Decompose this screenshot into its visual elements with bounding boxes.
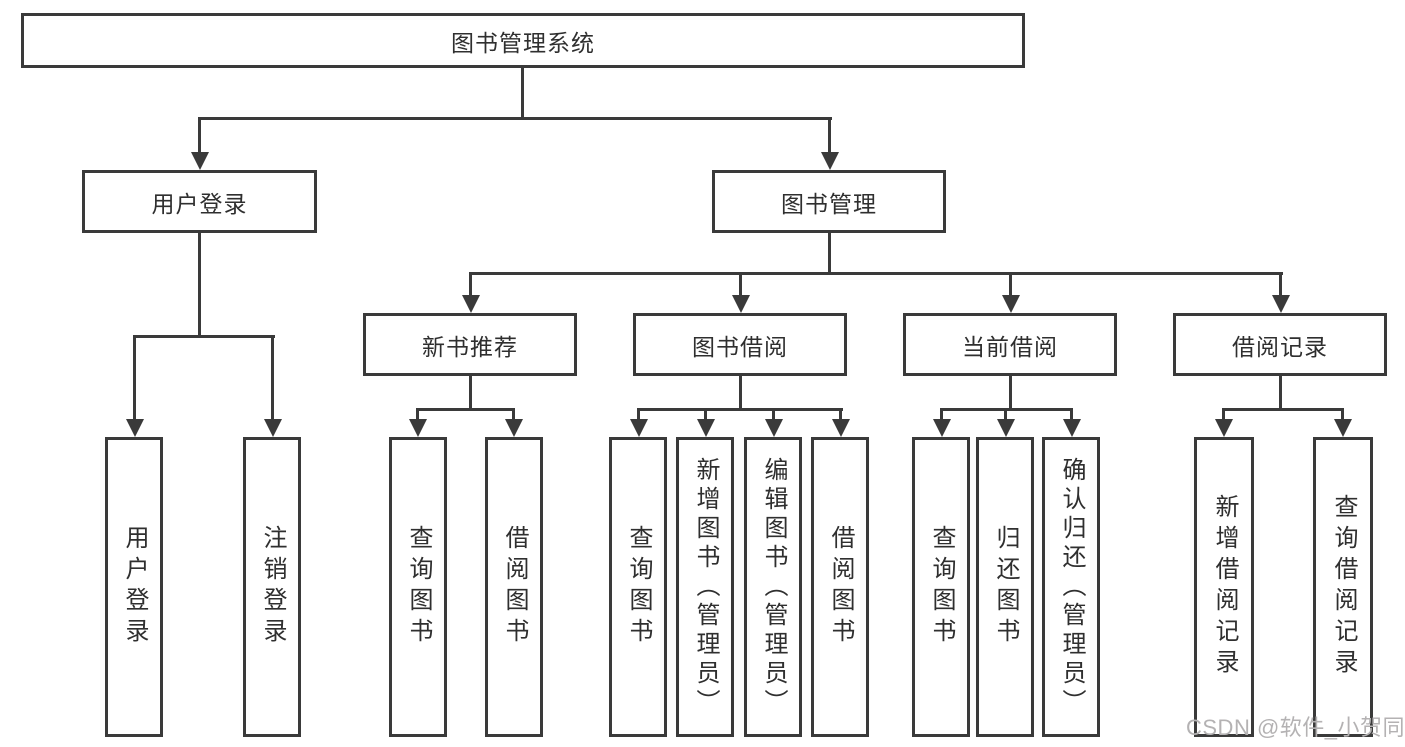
arrow-down-icon [1272, 295, 1290, 313]
leaf-label: 新增借阅记录 [1211, 494, 1238, 680]
arrow-down-icon [697, 419, 715, 437]
node-current-borrowing: 当前借阅 [903, 313, 1117, 376]
node-book-borrowing: 图书借阅 [633, 313, 847, 376]
leaf-label: 查询借阅记录 [1330, 494, 1357, 680]
connector-stub [940, 408, 943, 421]
node-label: 图书管理系统 [451, 29, 595, 56]
node-label: 图书管理 [781, 190, 877, 217]
arrow-down-icon [1063, 419, 1081, 437]
connector-bookmgmt-vertical [828, 233, 831, 272]
connector-stub [1009, 272, 1012, 297]
connector-stub [739, 272, 742, 297]
node-label: 用户登录 [151, 190, 248, 217]
node-borrowing-records: 借阅记录 [1173, 313, 1387, 376]
connector-stub [1004, 408, 1007, 421]
connector-stub [772, 408, 775, 421]
arrow-down-icon [126, 419, 144, 437]
connector-stub [1341, 408, 1344, 421]
node-book-management: 图书管理 [712, 170, 946, 233]
leaf-label: 确认归还（管理员） [1058, 456, 1085, 718]
leaf-add-books-admin: 新增图书（管理员） [676, 437, 734, 737]
leaf-logout: 注销登录 [243, 437, 301, 737]
connector-current-vertical [1009, 376, 1012, 408]
node-library-management-system: 图书管理系统 [21, 13, 1025, 68]
arrow-down-icon [462, 295, 480, 313]
connector-stub [1070, 408, 1073, 421]
leaf-query-books-recommend: 查询图书 [389, 437, 447, 737]
connector-userlogin-vertical [198, 233, 201, 335]
connector-stub [637, 408, 640, 421]
node-label: 图书借阅 [692, 333, 788, 360]
arrow-down-icon [630, 419, 648, 437]
arrow-down-icon [933, 419, 951, 437]
leaf-borrow-books: 借阅图书 [811, 437, 869, 737]
leaf-label: 新增图书（管理员） [692, 456, 719, 718]
node-user-login: 用户登录 [82, 170, 317, 233]
leaf-query-books-current: 查询图书 [912, 437, 970, 737]
connector-borrowing-vertical [739, 376, 742, 408]
arrow-down-icon [1334, 419, 1352, 437]
arrow-down-icon [409, 419, 427, 437]
arrow-down-icon [505, 419, 523, 437]
connector-bookmgmt-horizontal [469, 272, 1283, 275]
arrow-down-icon [832, 419, 850, 437]
connector-root-vertical [521, 68, 524, 117]
connector-borrowing-horizontal [637, 408, 843, 411]
leaf-edit-books-admin: 编辑图书（管理员） [744, 437, 802, 737]
leaf-label: 借阅图书 [827, 525, 854, 649]
connector-root-horizontal [198, 117, 832, 120]
connector-stub [839, 408, 842, 421]
leaf-confirm-return-admin: 确认归还（管理员） [1042, 437, 1100, 737]
leaf-label: 注销登录 [259, 525, 286, 649]
connector-stub [1279, 272, 1282, 297]
arrow-down-icon [765, 419, 783, 437]
connector-stub [704, 408, 707, 421]
arrow-down-icon [821, 152, 839, 170]
leaf-label: 查询图书 [405, 525, 432, 649]
leaf-label: 用户登录 [121, 525, 148, 649]
leaf-return-books: 归还图书 [976, 437, 1034, 737]
connector-stub [828, 117, 831, 155]
connector-records-horizontal [1222, 408, 1344, 411]
node-label: 新书推荐 [422, 333, 518, 360]
leaf-user-login: 用户登录 [105, 437, 163, 737]
csdn-watermark: CSDN @软件_小贺同学 [1186, 715, 1405, 740]
connector-stub [271, 335, 274, 421]
arrow-down-icon [1002, 295, 1020, 313]
leaf-label: 借阅图书 [501, 525, 528, 649]
node-label: 当前借阅 [962, 333, 1058, 360]
connector-userlogin-horizontal [133, 335, 275, 338]
arrow-down-icon [1215, 419, 1233, 437]
node-new-book-recommendation: 新书推荐 [363, 313, 577, 376]
connector-stub [469, 272, 472, 297]
arrow-down-icon [264, 419, 282, 437]
connector-newbook-vertical [469, 376, 472, 408]
node-label: 借阅记录 [1232, 333, 1328, 360]
arrow-down-icon [997, 419, 1015, 437]
arrow-down-icon [732, 295, 750, 313]
connector-newbook-horizontal [416, 408, 515, 411]
leaf-label: 编辑图书（管理员） [760, 456, 787, 718]
leaf-add-borrow-record: 新增借阅记录 [1194, 437, 1254, 737]
connector-stub [198, 117, 201, 155]
leaf-label: 查询图书 [928, 525, 955, 649]
connector-stub [1222, 408, 1225, 421]
leaf-query-borrow-record: 查询借阅记录 [1313, 437, 1373, 737]
connector-stub [416, 408, 419, 421]
leaf-query-books-borrowing: 查询图书 [609, 437, 667, 737]
leaf-label: 归还图书 [992, 525, 1019, 649]
connector-records-vertical [1279, 376, 1282, 408]
arrow-down-icon [191, 152, 209, 170]
connector-stub [512, 408, 515, 421]
connector-stub [133, 335, 136, 421]
leaf-label: 查询图书 [625, 525, 652, 649]
leaf-borrow-books-recommend: 借阅图书 [485, 437, 543, 737]
